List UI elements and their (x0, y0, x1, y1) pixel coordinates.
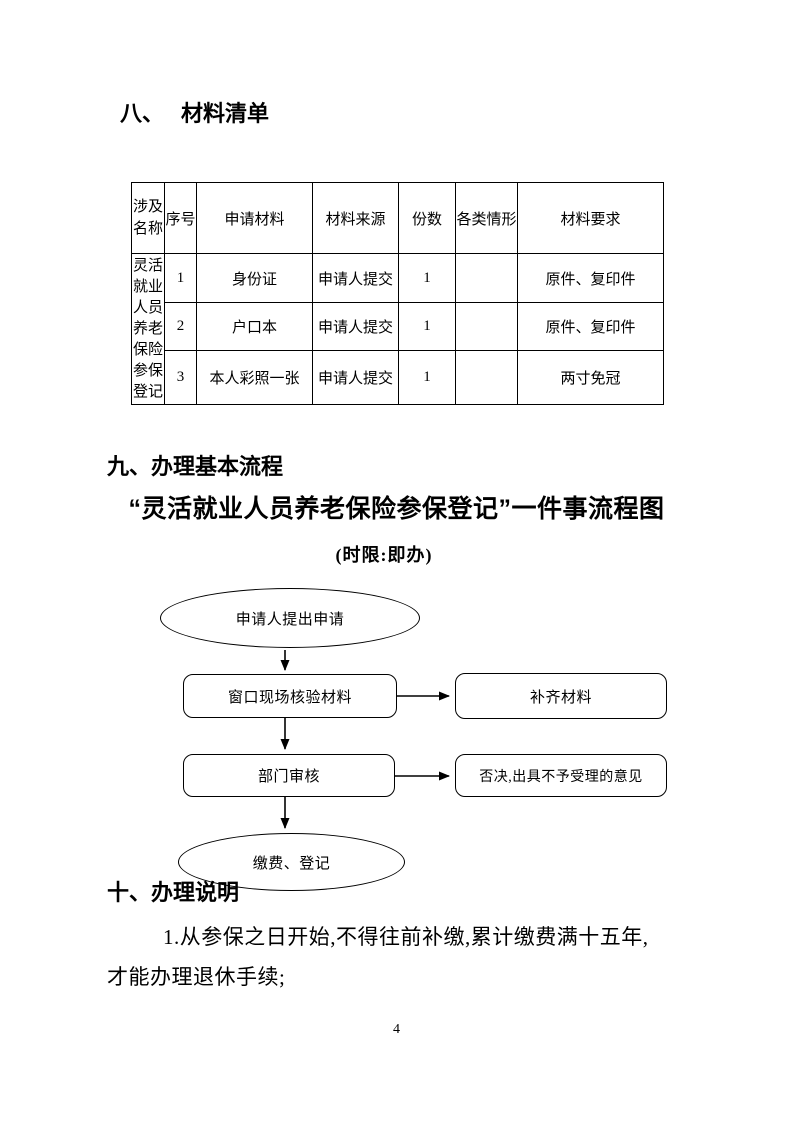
section-8-number: 八、 (120, 101, 165, 126)
table-row: 2 户口本 申请人提交 1 原件、复印件 (132, 302, 664, 351)
header-material-source: 材料来源 (312, 182, 399, 254)
cell-situation (455, 302, 518, 351)
flow-node-verify-materials: 窗口现场核验材料 (183, 674, 397, 718)
cell-sequence: 1 (164, 253, 197, 303)
flow-node-department-review: 部门审核 (183, 754, 395, 797)
flow-node-supplement-materials: 补齐材料 (455, 673, 667, 719)
cell-situation (455, 350, 518, 405)
table-row: 灵活就业人员养老保险参保登记 1 身份证 申请人提交 1 原件、复印件 (131, 253, 664, 405)
page-number: 4 (393, 1022, 400, 1037)
flow-node-start: 申请人提出申请 (160, 588, 420, 648)
cell-situation (455, 253, 518, 303)
cell-requirement: 两寸免冠 (517, 350, 664, 405)
header-sequence: 序号 (164, 182, 197, 254)
section-9-heading: 九、办理基本流程 (107, 454, 283, 480)
section-10-number: 十、 (107, 880, 152, 905)
section-10-heading: 十、办理说明 (107, 880, 239, 906)
flow-node-review-label: 部门审核 (257, 769, 320, 785)
cell-requirement: 原件、复印件 (517, 302, 664, 351)
flow-node-finish-label: 缴费、登记 (252, 855, 331, 872)
flow-node-reject: 否决,出具不予受理的意见 (455, 754, 667, 797)
table-row: 3 本人彩照一张 申请人提交 1 两寸免冠 (132, 350, 664, 405)
cell-material: 户口本 (196, 302, 313, 351)
flowchart-title: “灵活就业人员养老保险参保登记”一件事流程图 (128, 495, 665, 523)
notes-line-2: 才能办理退休手续; (107, 965, 286, 989)
table-header-row: 涉及名称 序号 申请材料 材料来源 份数 各类情形 材料要求 (131, 182, 664, 254)
cell-sequence: 2 (164, 302, 197, 351)
header-copies: 份数 (398, 182, 456, 254)
cell-requirement: 原件、复印件 (517, 253, 664, 303)
flow-node-supplement-label: 补齐材料 (529, 689, 592, 706)
materials-table: 涉及名称 序号 申请材料 材料来源 份数 各类情形 材料要求 灵活就业人员养老保… (131, 182, 664, 405)
cell-source: 申请人提交 (312, 302, 399, 351)
section-9-number: 九、 (107, 454, 152, 479)
notes-paragraph: 1.从参保之日开始,不得往前补缴,累计缴费满十五年, 才能办理退休手续; (107, 917, 697, 997)
flow-node-reject-label: 否决,出具不予受理的意见 (479, 769, 643, 785)
section-8-title: 材料清单 (181, 101, 270, 126)
header-involved-name: 涉及名称 (131, 182, 165, 254)
flow-node-verify-label: 窗口现场核验材料 (227, 689, 352, 706)
merged-category-cell: 灵活就业人员养老保险参保登记 (131, 253, 165, 405)
flowchart-time-limit: (时限:即办) (335, 545, 433, 565)
cell-source: 申请人提交 (312, 350, 399, 405)
header-material-requirement: 材料要求 (517, 182, 664, 254)
cell-source: 申请人提交 (312, 253, 399, 303)
cell-copies: 1 (398, 302, 456, 351)
section-8-heading: 八、材料清单 (120, 101, 269, 127)
cell-copies: 1 (398, 253, 456, 303)
cell-material: 身份证 (196, 253, 313, 303)
header-situations: 各类情形 (455, 182, 518, 254)
section-9-title: 办理基本流程 (151, 454, 284, 479)
cell-sequence: 3 (164, 350, 197, 405)
section-10-title: 办理说明 (151, 880, 240, 905)
flow-node-start-label: 申请人提出申请 (235, 611, 345, 628)
cell-copies: 1 (398, 350, 456, 405)
header-application-material: 申请材料 (196, 182, 313, 254)
flow-node-finish: 缴费、登记 (178, 833, 405, 891)
notes-line-1: 1.从参保之日开始,不得往前补缴,累计缴费满十五年, (163, 925, 649, 949)
cell-material: 本人彩照一张 (196, 350, 313, 405)
